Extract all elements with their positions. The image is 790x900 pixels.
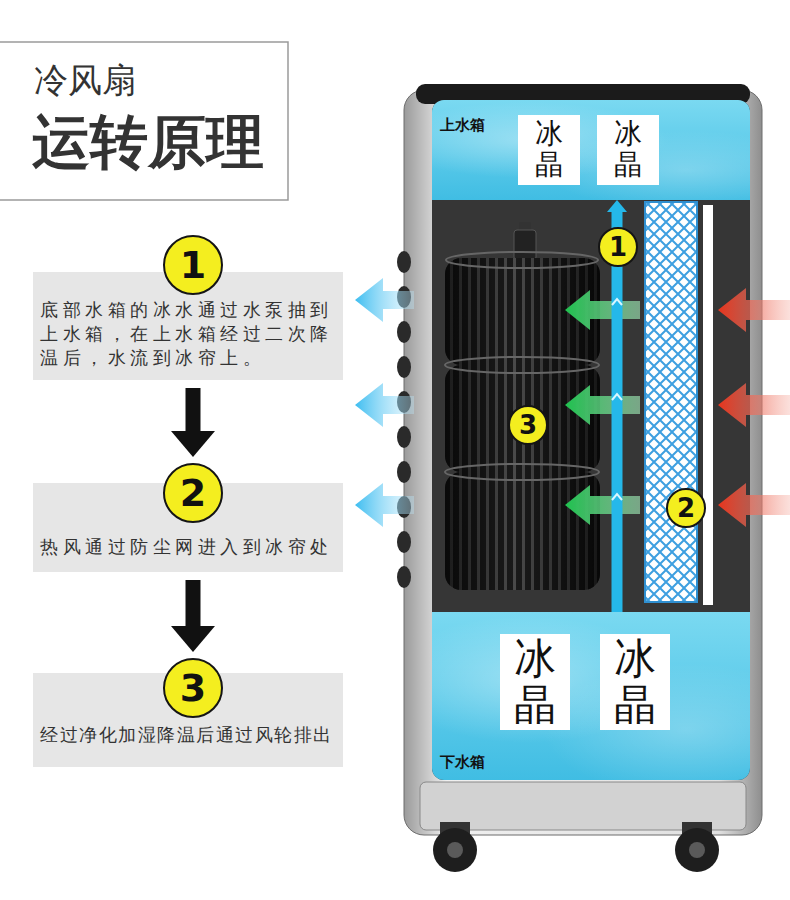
green-arrow (565, 385, 640, 425)
step-text: 经过净化加湿降温后通过风轮排出 (40, 724, 333, 745)
ice-crystal-box: 冰晶 (500, 634, 570, 730)
fan-ring (446, 252, 598, 268)
blue-arrow (355, 278, 414, 322)
fan-shading (445, 472, 600, 590)
step-text: 热风通过防尘网进入到冰帘处 (40, 536, 333, 557)
housing (404, 90, 762, 835)
ice-label: 冰晶 (535, 119, 563, 181)
callout-number: 2 (677, 495, 695, 521)
flow-arrow (186, 580, 201, 626)
fan-ring (445, 357, 599, 373)
ice-crystal-box: 冰晶 (600, 634, 670, 730)
callout-number: 1 (609, 234, 627, 260)
fan-section (445, 365, 600, 472)
wheel-hub (447, 842, 463, 858)
callout-number: 1 (180, 246, 206, 284)
wheel-hub (689, 842, 705, 858)
flow-chevron (612, 494, 622, 500)
flow-chevron (612, 394, 622, 400)
vent-knob (397, 566, 411, 588)
tank-label: 上水箱 (440, 116, 485, 135)
vent-knob (397, 426, 411, 448)
blue-arrow (355, 383, 414, 427)
callout-number: 3 (508, 405, 548, 445)
title-frame (0, 42, 288, 200)
green-arrow (565, 290, 640, 330)
vent-knob (397, 356, 411, 378)
ice-crystal-box: 冰晶 (518, 115, 580, 185)
flow-arrow (186, 388, 201, 431)
vent-knob (397, 251, 411, 273)
inner-chamber (432, 100, 750, 780)
fan-shaft (514, 230, 536, 260)
wheel (675, 828, 719, 872)
vent-knob (397, 461, 411, 483)
callout-number: 2 (180, 474, 206, 512)
cool-air-arrows (565, 290, 640, 525)
step-text: 底部水箱的冰水通过水泵抽到 上水箱，在上水箱经过二次降 温后，水流到冰帘上。 (40, 299, 333, 368)
fan-ring (445, 464, 599, 480)
callout-number: 3 (180, 669, 206, 707)
vent-knob (397, 321, 411, 343)
ice-label: 冰晶 (614, 119, 642, 181)
flow-chevron (612, 299, 622, 305)
vent-knob (397, 531, 411, 553)
ice-crystal-box: 冰晶 (597, 115, 659, 185)
ice-curtain (645, 202, 697, 602)
red-arrow (718, 288, 790, 332)
red-arrow (718, 483, 790, 527)
callout-number: 3 (519, 412, 537, 438)
blue-arrow (355, 483, 414, 527)
wheel (433, 828, 477, 872)
green-arrow (565, 485, 640, 525)
ice-label: 冰晶 (614, 636, 656, 728)
step-number: 3 (163, 658, 223, 718)
step-number: 1 (163, 235, 223, 295)
fan-section (445, 472, 600, 590)
hot-air-arrows (718, 288, 790, 527)
step-number: 2 (163, 463, 223, 523)
callout-number: 1 (598, 227, 638, 267)
subtitle: 冷风扇 (34, 58, 136, 104)
ice-label: 冰晶 (514, 636, 556, 728)
water-pipe (612, 212, 623, 612)
dust-filter (703, 205, 713, 605)
page-title: 运转原理 (32, 104, 264, 182)
upper-water-tank: 上水箱 冰晶冰晶 (432, 100, 750, 200)
lower-water-tank: 下水箱 冰晶冰晶 (432, 612, 750, 780)
red-arrow (718, 383, 790, 427)
fan-shading (445, 365, 600, 472)
callout-number: 2 (666, 488, 706, 528)
tank-label: 下水箱 (440, 753, 485, 772)
outlet-air-arrows (355, 278, 414, 527)
